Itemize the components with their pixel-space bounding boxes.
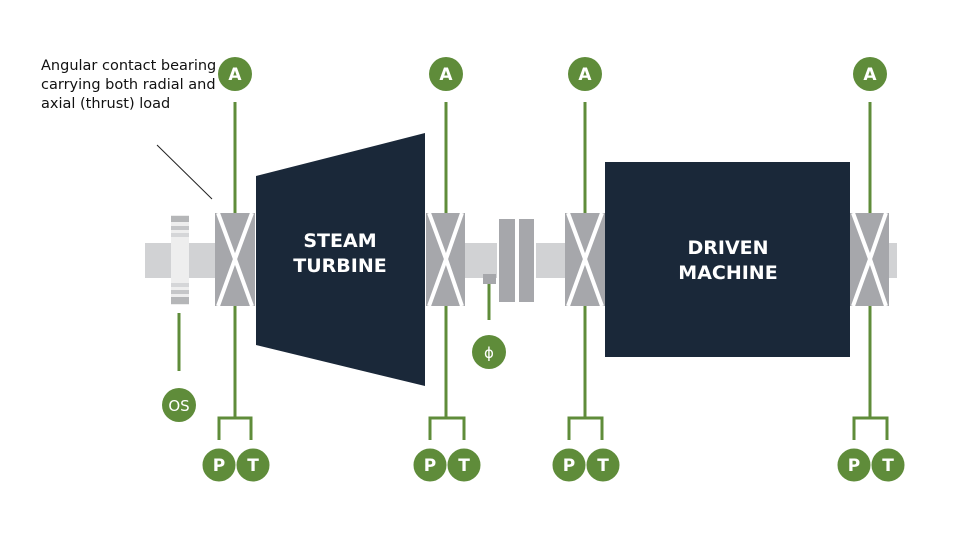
steam-turbine: STEAM TURBINE <box>256 133 425 386</box>
overspeed-sensor: OS <box>162 388 196 422</box>
pressure-label: P <box>563 456 575 476</box>
accelerometer-sensor-2: A <box>429 57 463 91</box>
accelerometer-sensor-4: A <box>853 57 887 91</box>
svg-text:OS: OS <box>168 397 189 415</box>
bearing-2 <box>426 212 465 307</box>
temperature-label: T <box>247 456 259 476</box>
svg-text:A: A <box>439 65 453 85</box>
steam-turbine-label-2: TURBINE <box>293 255 386 277</box>
pt-sensor-pair-3: P T <box>551 447 621 483</box>
accelerometer-sensor-3: A <box>568 57 602 91</box>
driven-machine-label-2: MACHINE <box>678 262 777 284</box>
bearing-1-angular-contact <box>215 212 255 307</box>
steam-turbine-label-1: STEAM <box>303 230 376 252</box>
temperature-label: T <box>882 456 894 476</box>
phase-sensor: ϕ <box>472 335 506 369</box>
svg-text:A: A <box>863 65 877 85</box>
accelerometer-sensor-1: A <box>218 57 252 91</box>
annotation-leader-line <box>156 144 213 200</box>
bearing-annotation: Angular contact bearing carrying both ra… <box>41 58 217 112</box>
bearing-4 <box>850 212 889 307</box>
svg-text:A: A <box>228 65 242 85</box>
speed-wheel <box>171 215 189 305</box>
pressure-label: P <box>424 456 436 476</box>
bearing-3 <box>565 212 605 307</box>
temperature-label: T <box>458 456 470 476</box>
temperature-label: T <box>597 456 609 476</box>
pressure-label: P <box>848 456 860 476</box>
driven-machine: DRIVEN MACHINE <box>605 162 850 357</box>
shaft-coupling-driven <box>536 243 568 278</box>
phase-sensor-probe <box>483 274 496 284</box>
coupling <box>499 219 534 302</box>
pressure-label: P <box>213 456 225 476</box>
driven-machine-label-1: DRIVEN <box>687 237 768 259</box>
pt-sensor-pair-2: P T <box>412 447 482 483</box>
svg-text:A: A <box>578 65 592 85</box>
pt-sensor-pair-4: P T <box>836 447 906 483</box>
svg-text:ϕ: ϕ <box>484 344 494 362</box>
shaft-turbine-coupling <box>460 243 497 278</box>
pt-sensor-pair-1: P T <box>201 447 271 483</box>
